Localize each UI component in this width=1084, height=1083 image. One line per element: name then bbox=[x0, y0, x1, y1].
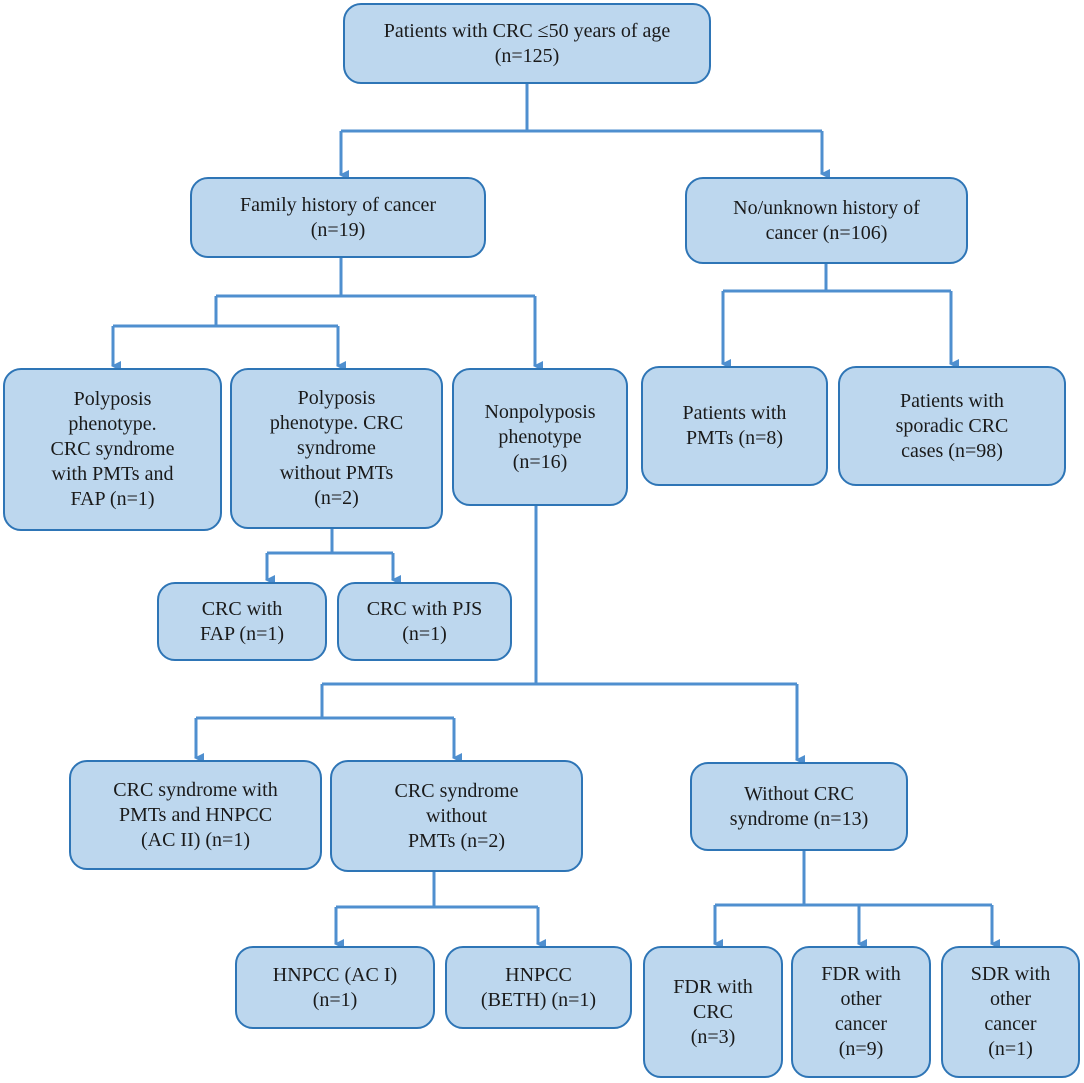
crc-fap-label: CRC with FAP (n=1) bbox=[199, 597, 285, 645]
patients-pmts-label: Patients with PMTs (n=8) bbox=[682, 402, 787, 449]
root-label: Patients with CRC ≤50 years of age (n=12… bbox=[383, 19, 671, 67]
patients-pmts-node: Patients with PMTs (n=8) bbox=[641, 366, 828, 486]
polyposis-pmt-fap-label: Polyposis phenotype. CRC syndrome with P… bbox=[50, 388, 175, 510]
without-syndrome-node: Without CRC syndrome (n=13) bbox=[690, 762, 908, 851]
crc-pjs-node: CRC with PJS (n=1) bbox=[337, 582, 512, 661]
fdr-crc-label: FDR with CRC (n=3) bbox=[673, 975, 753, 1048]
pmts-hnpcc-node: CRC syndrome with PMTs and HNPCC (AC II)… bbox=[69, 760, 322, 870]
fdr-other-node: FDR with other cancer (n=9) bbox=[791, 946, 931, 1078]
fdr-crc-node: FDR with CRC (n=3) bbox=[643, 946, 783, 1078]
sdr-other-node: SDR with other cancer (n=1) bbox=[941, 946, 1080, 1078]
family-history-node: Family history of cancer (n=19) bbox=[190, 177, 486, 258]
crc-fap-node: CRC with FAP (n=1) bbox=[157, 582, 327, 661]
hnpcc-beth-label: HNPCC (BETH) (n=1) bbox=[480, 963, 597, 1011]
polyposis-no-pmt-label: Polyposis phenotype. CRC syndrome withou… bbox=[269, 387, 404, 509]
hnpcc-ac1-node: HNPCC (AC I) (n=1) bbox=[235, 946, 435, 1029]
sdr-other-label: SDR with other cancer (n=1) bbox=[970, 963, 1051, 1060]
sporadic-node: Patients with sporadic CRC cases (n=98) bbox=[838, 366, 1066, 486]
fdr-other-label: FDR with other cancer (n=9) bbox=[821, 963, 901, 1060]
polyposis-pmt-fap-node: Polyposis phenotype. CRC syndrome with P… bbox=[3, 368, 222, 531]
syndrome-no-pmts-label: CRC syndrome without PMTs (n=2) bbox=[394, 779, 519, 852]
family-history-label: Family history of cancer (n=19) bbox=[239, 193, 437, 241]
no-history-label: No/unknown history of cancer (n=106) bbox=[733, 196, 920, 244]
root-node: Patients with CRC ≤50 years of age (n=12… bbox=[343, 3, 711, 84]
sporadic-label: Patients with sporadic CRC cases (n=98) bbox=[895, 389, 1009, 462]
pmts-hnpcc-label: CRC syndrome with PMTs and HNPCC (AC II)… bbox=[113, 778, 278, 851]
nonpolyposis-node: Nonpolyposis phenotype (n=16) bbox=[452, 368, 628, 506]
hnpcc-beth-node: HNPCC (BETH) (n=1) bbox=[445, 946, 632, 1029]
polyposis-no-pmt-node: Polyposis phenotype. CRC syndrome withou… bbox=[230, 368, 443, 529]
no-history-node: No/unknown history of cancer (n=106) bbox=[685, 177, 968, 264]
syndrome-no-pmts-node: CRC syndrome without PMTs (n=2) bbox=[330, 760, 583, 872]
nonpolyposis-label: Nonpolyposis phenotype (n=16) bbox=[484, 400, 596, 473]
hnpcc-ac1-label: HNPCC (AC I) (n=1) bbox=[272, 963, 398, 1011]
without-syndrome-label: Without CRC syndrome (n=13) bbox=[729, 782, 869, 830]
crc-pjs-label: CRC with PJS (n=1) bbox=[366, 597, 483, 645]
